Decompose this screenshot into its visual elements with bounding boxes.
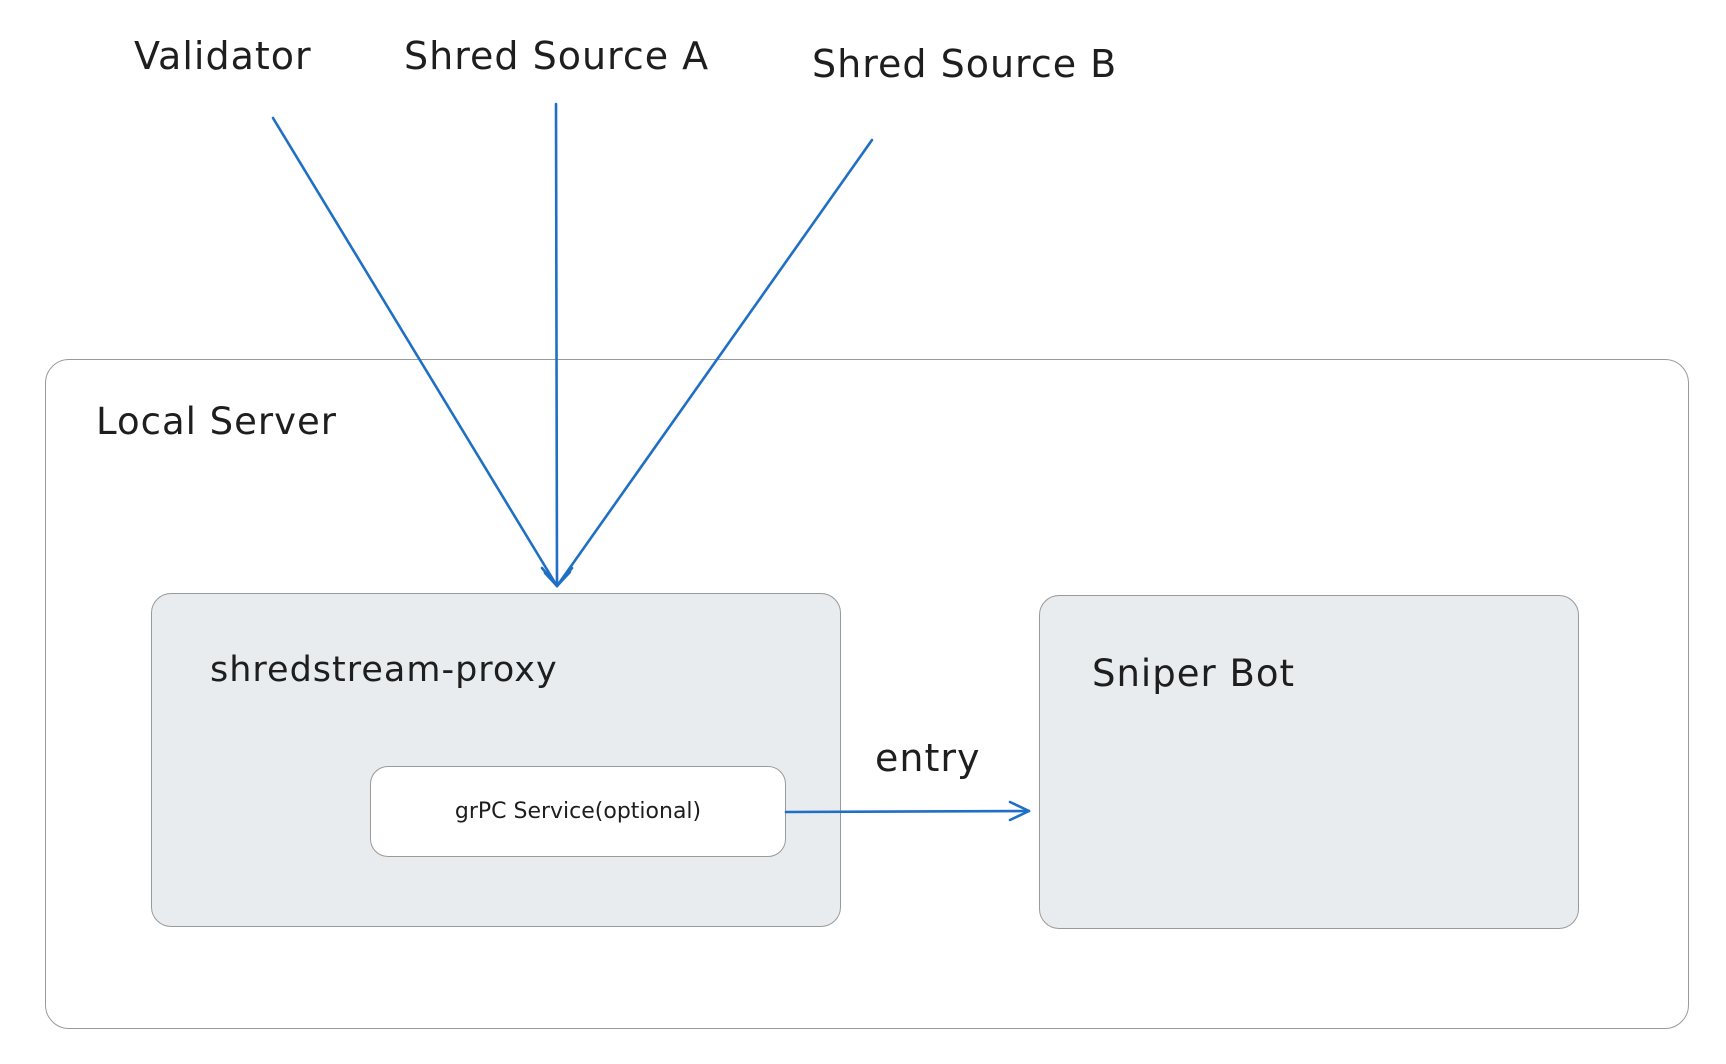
sniper-bot-node: Sniper Bot [1039,595,1579,929]
shredstream-proxy-title: shredstream-proxy [210,650,558,690]
grpc-service-label: grPC Service(optional) [454,799,702,824]
shred-source-a-label: Shred Source A [404,34,710,78]
shredstream-proxy-node: shredstream-proxy [151,593,841,927]
validator-label: Validator [134,34,312,78]
grpc-service-node: grPC Service(optional) [370,766,786,857]
shred-source-b-label: Shred Source B [812,42,1118,86]
sniper-bot-title: Sniper Bot [1092,652,1295,695]
local-server-title: Local Server [96,400,337,443]
entry-edge-label: entry [875,736,981,780]
